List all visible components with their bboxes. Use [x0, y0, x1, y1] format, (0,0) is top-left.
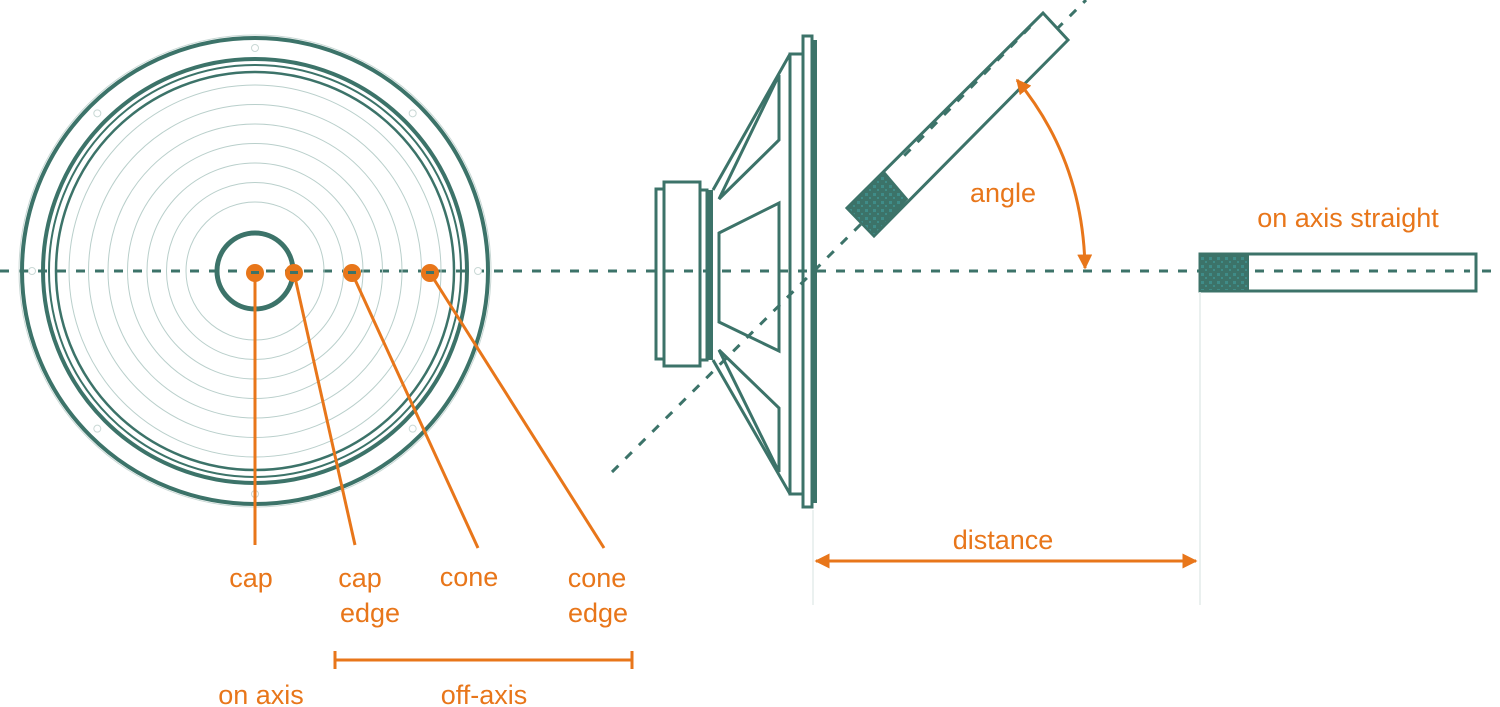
label-cap-edge-line2: edge [340, 598, 400, 628]
label-off-axis: off-axis [441, 680, 528, 707]
label-cap: cap [229, 563, 273, 593]
mounting-hole [28, 267, 36, 275]
speaker-side-view [654, 34, 817, 509]
label-cone: cone [440, 562, 499, 592]
off-axis-bracket [333, 651, 634, 669]
mounting-hole [251, 44, 259, 52]
mounting-hole [474, 267, 482, 275]
label-distance: distance [953, 525, 1054, 555]
angled-microphone [844, 10, 1071, 239]
point-cone-edge [421, 264, 439, 282]
measurement-points [246, 264, 606, 549]
label-on-axis-straight: on axis straight [1257, 203, 1439, 233]
mounting-hole [408, 109, 417, 118]
mounting-hole [93, 109, 102, 118]
label-cone-edge-line2: edge [568, 598, 628, 628]
mounting-hole [408, 424, 417, 433]
point-cap [246, 264, 264, 282]
point-cone [343, 264, 361, 282]
label-on-axis: on axis [218, 680, 304, 707]
point-cap-edge [285, 264, 303, 282]
straight-microphone [1198, 252, 1478, 293]
label-cone-line1: cone [568, 563, 627, 593]
label-cap-line1: cap [338, 563, 382, 593]
angle-arrow [1015, 78, 1093, 270]
label-angle: angle [970, 178, 1036, 208]
mounting-hole [93, 424, 102, 433]
